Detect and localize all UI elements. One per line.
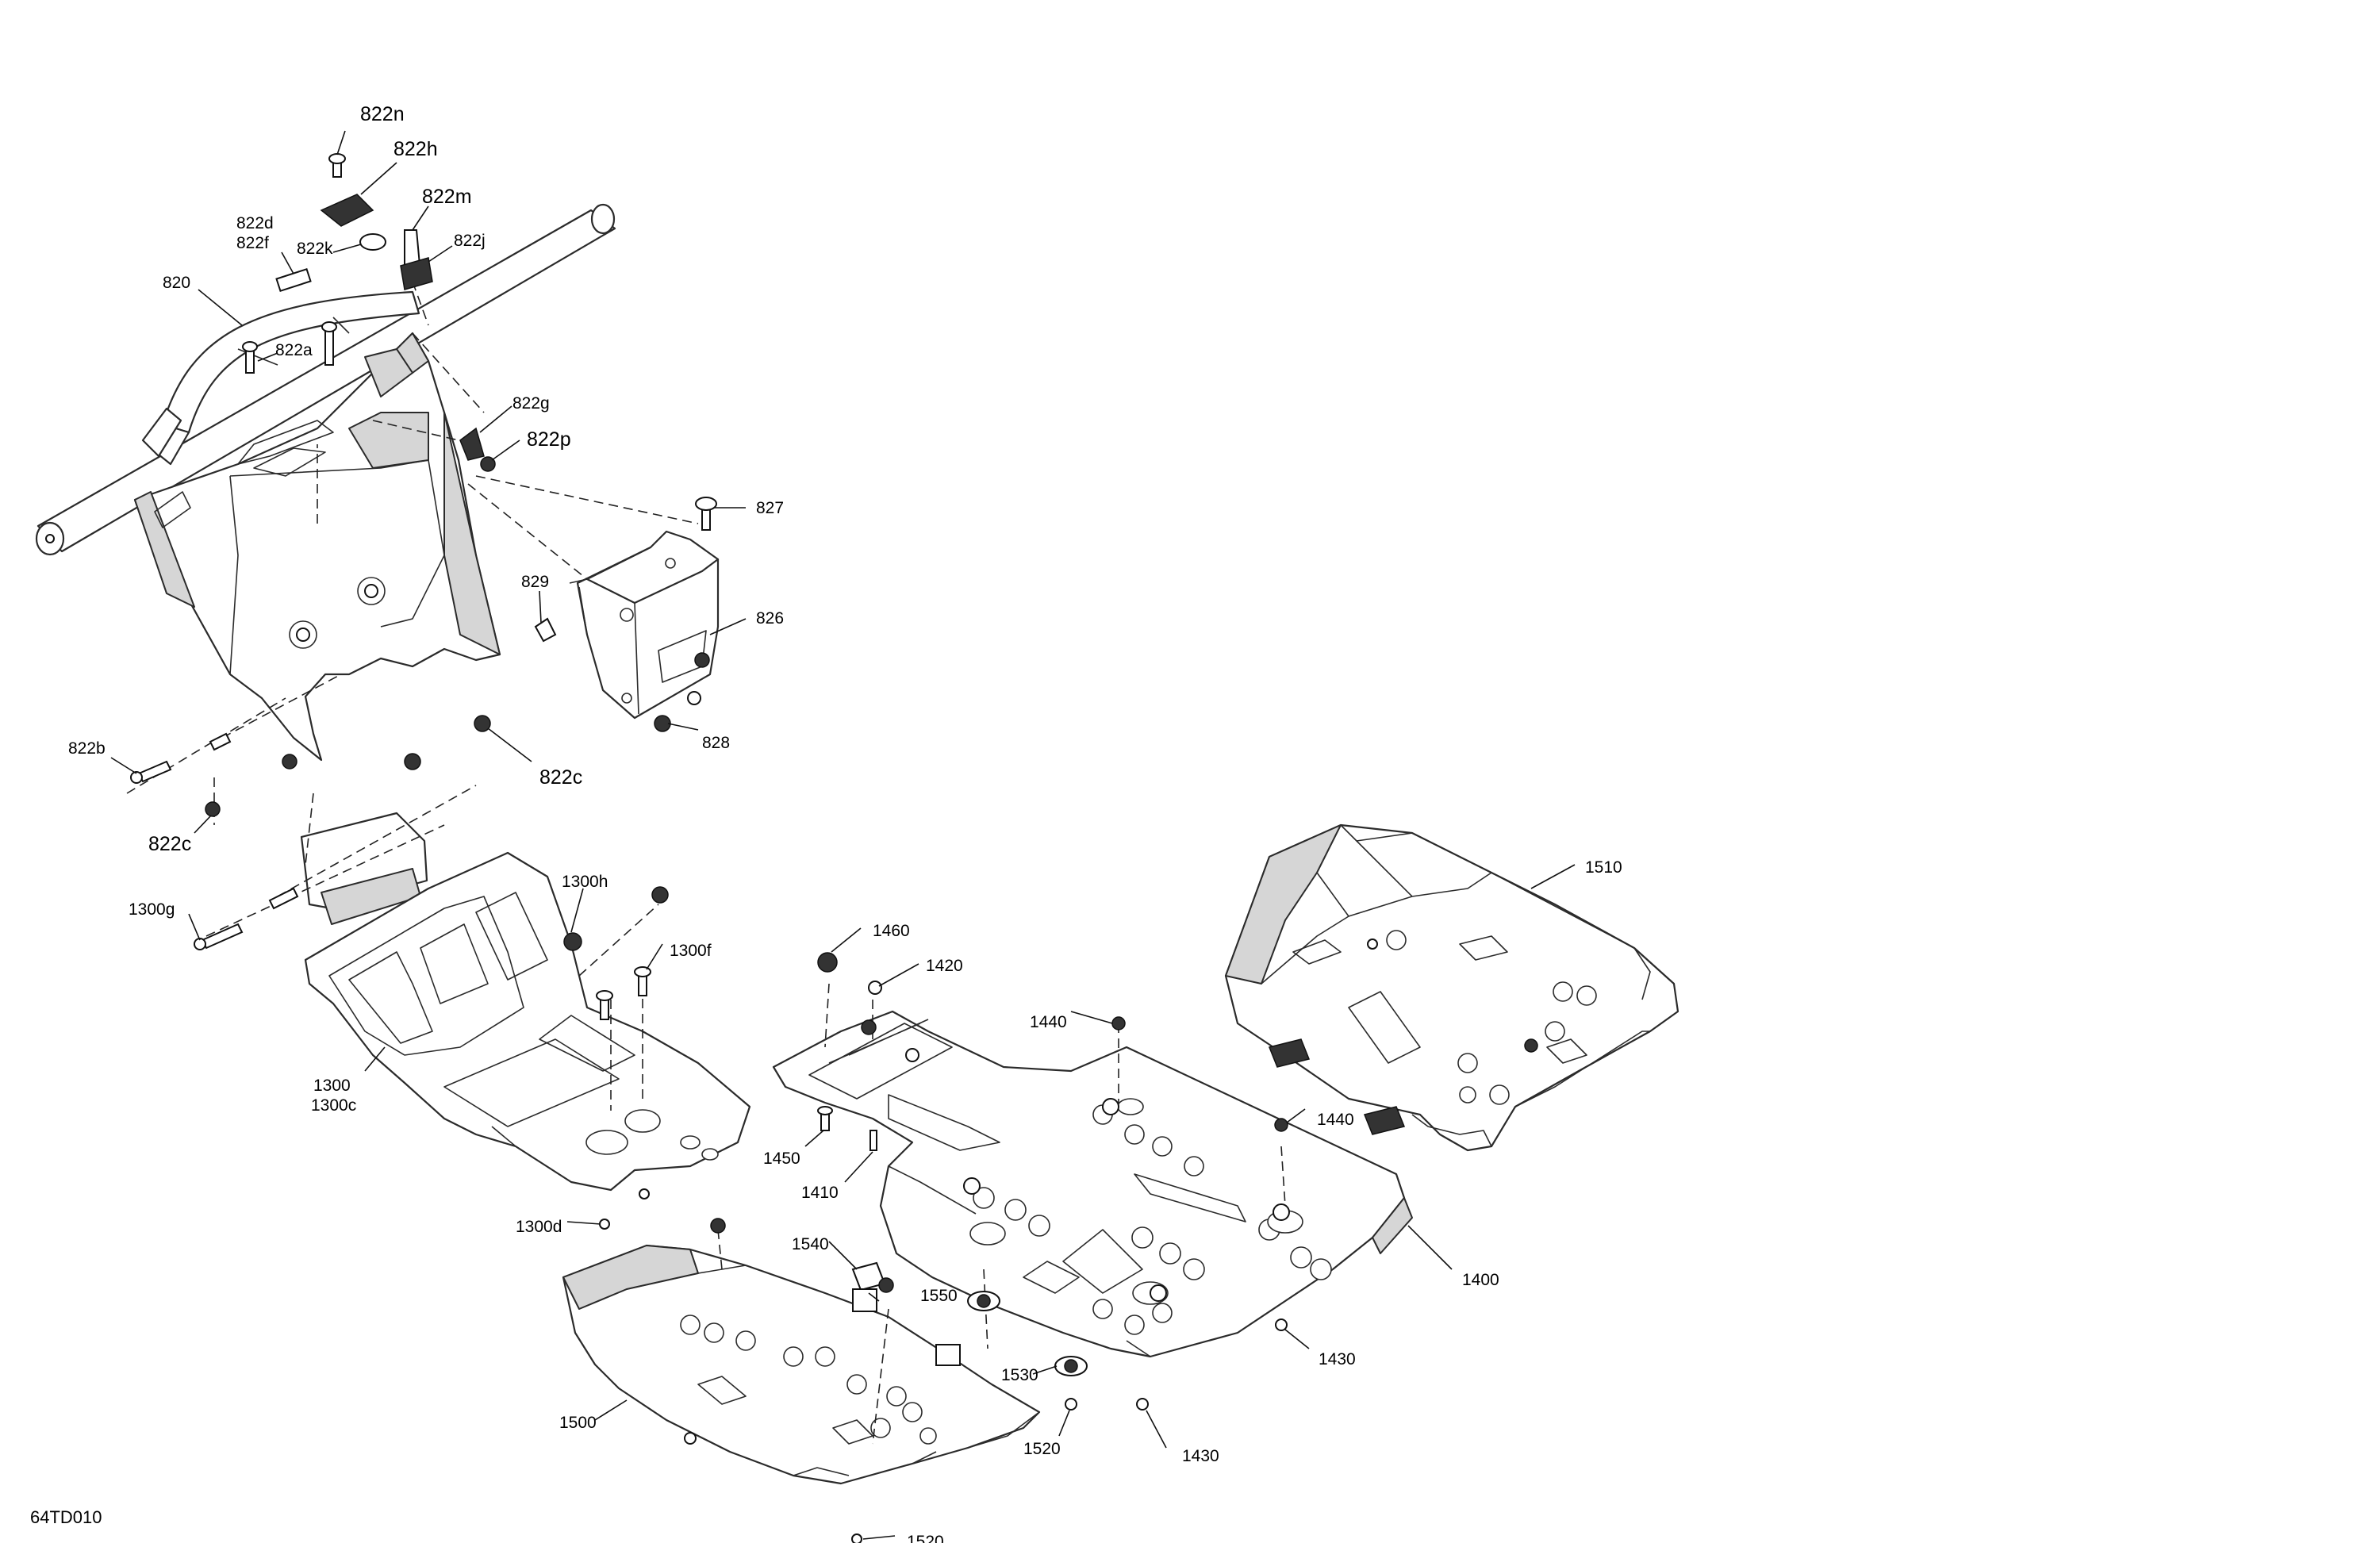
callout-1530: 1530: [1001, 1366, 1038, 1384]
callout-822m: 822m: [422, 186, 472, 208]
callout-1430-top: 1430: [1319, 1350, 1356, 1368]
callout-1440-mid: 1440: [1317, 1111, 1354, 1129]
nut-1300h-icon: [563, 932, 582, 951]
nut-1440-icon: [1111, 1016, 1126, 1031]
callout-1420: 1420: [926, 957, 963, 975]
callout-1300c: 1300c: [311, 1096, 356, 1115]
callout-1400: 1400: [1462, 1271, 1499, 1289]
bolt-1410-icon: [869, 1130, 877, 1151]
callout-1450: 1450: [763, 1150, 800, 1168]
callout-1300g: 1300g: [129, 900, 175, 919]
figure-id: 64TD010: [30, 1507, 102, 1527]
callout-1540: 1540: [792, 1235, 829, 1253]
callout-1500: 1500: [559, 1414, 597, 1432]
callout-labels: 822n 822h 822m 822d 822f 822k 822j 820 8…: [30, 103, 1622, 1543]
label-822d-icon: [275, 267, 312, 293]
callout-822d: 822d: [236, 214, 274, 232]
clip-1550-icon: [852, 1288, 877, 1312]
leader-lines: [110, 130, 1576, 1540]
clip-822g-icon: [459, 427, 485, 461]
callout-1410: 1410: [801, 1184, 839, 1202]
clamp-822j-icon: [400, 257, 433, 290]
clip-822h-icon: [320, 194, 374, 227]
callout-828: 828: [702, 734, 730, 752]
callout-822c-right: 822c: [539, 766, 582, 789]
callout-822p: 822p: [527, 428, 571, 451]
callout-1510: 1510: [1585, 858, 1622, 877]
callout-822f: 822f: [236, 234, 269, 252]
callout-822g: 822g: [512, 394, 550, 413]
callout-1300f: 1300f: [670, 942, 712, 960]
bolt-1430-icon: [1275, 1318, 1288, 1331]
front-protector-panel: [133, 332, 501, 762]
callout-1300: 1300: [313, 1077, 351, 1095]
callout-822h: 822h: [393, 138, 438, 160]
callout-1460: 1460: [873, 922, 910, 940]
callout-822j: 822j: [454, 232, 486, 250]
bolt-822b-icon: [137, 760, 172, 783]
cap-822k-icon: [359, 233, 386, 251]
callout-1520-bottom: 1520: [907, 1533, 944, 1543]
callout-820: 820: [163, 274, 190, 292]
callout-822n: 822n: [360, 103, 405, 125]
bolt-1300g-icon: [201, 923, 244, 950]
hardware: [130, 153, 1538, 1543]
callout-1520-mid: 1520: [1023, 1440, 1061, 1458]
bolt-829-icon: [534, 617, 557, 643]
support-bracket: [569, 530, 720, 720]
bolt-822a-icon: [245, 348, 255, 374]
callout-829: 829: [521, 573, 549, 591]
nut-1460-icon: [817, 952, 838, 973]
callout-822a: 822a: [275, 341, 313, 359]
bolt-1300d-icon: [599, 1219, 610, 1230]
callout-1550: 1550: [920, 1287, 958, 1305]
callout-1300d: 1300d: [516, 1218, 562, 1236]
callout-822k: 822k: [297, 240, 333, 258]
callout-1430-bottom: 1430: [1182, 1447, 1219, 1465]
callout-827: 827: [756, 499, 784, 517]
bolt-1420-icon: [868, 981, 882, 995]
skid-plate-1500: [562, 1244, 1041, 1485]
callout-822c-left: 822c: [148, 833, 191, 855]
callout-1300h: 1300h: [562, 873, 608, 891]
callout-826: 826: [756, 609, 784, 628]
nut-822p-icon: [480, 456, 496, 472]
callout-1440-top: 1440: [1030, 1013, 1067, 1031]
skid-plate-1300: [300, 812, 751, 1192]
nut-822c-icon: [205, 801, 221, 817]
bolt-1520-icon: [1065, 1398, 1077, 1411]
skid-plate-1510: [1224, 823, 1679, 1152]
callout-822b: 822b: [68, 739, 106, 758]
front-bumper-tube: [35, 203, 616, 556]
